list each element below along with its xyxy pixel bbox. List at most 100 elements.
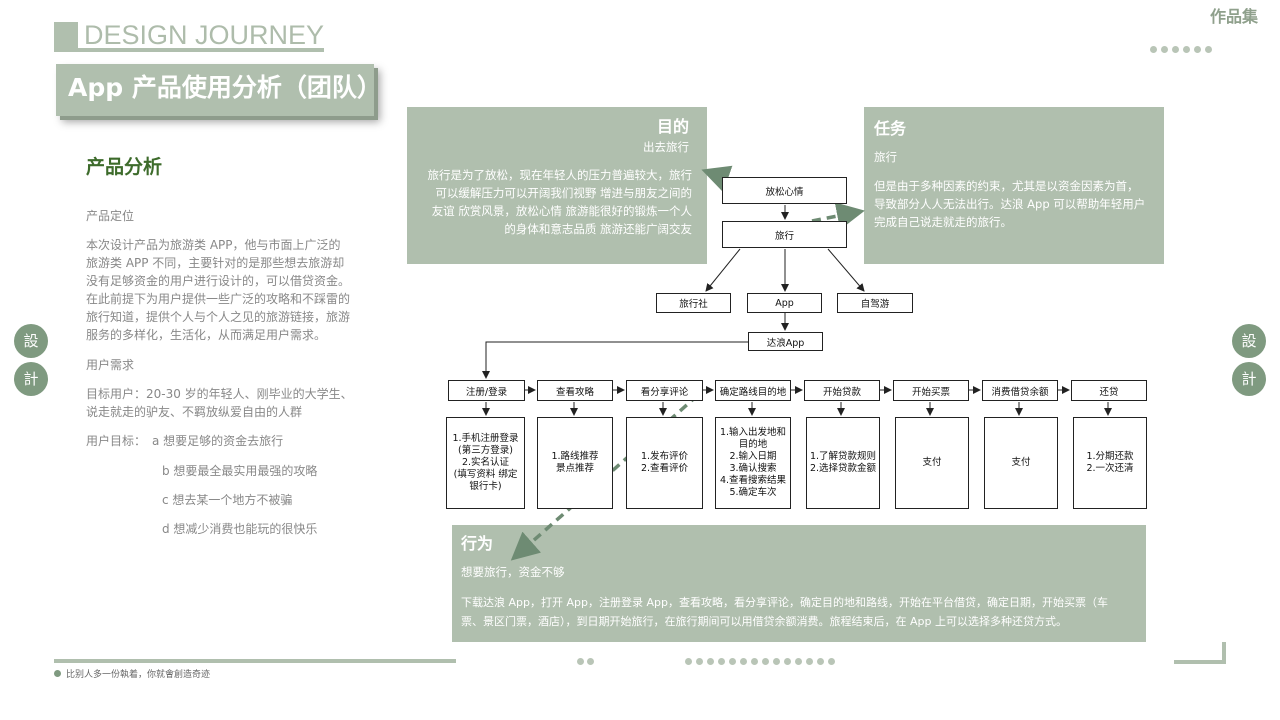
goal-d: d 想减少消费也能玩的很快乐	[162, 522, 318, 536]
step-title-balance: 消费借贷余额	[982, 380, 1058, 401]
detail-line: 1.了解贷款规则	[809, 451, 877, 462]
detail-line: 2.选择贷款金额	[809, 463, 877, 474]
flow-app: App	[747, 293, 822, 313]
text-line: 可以缓解压力可以开阔我们视野 增进与朋友之间的	[435, 186, 692, 200]
arrow-dalang-register	[482, 341, 748, 379]
step-title-register: 注册/登录	[448, 380, 525, 401]
arrow-travel-self	[827, 248, 865, 292]
step-detail-route: 1.输入出发地和 目的地 2.输入日期 3.确认搜索 4.查看搜索结果 5.确定…	[715, 417, 791, 509]
step-detail-ticket: 支付	[895, 417, 969, 509]
step-title-ticket: 开始买票	[893, 380, 969, 401]
text-line: 没有足够资金的用户进行设计的，可以借贷资金。	[86, 274, 351, 288]
text-line: 在此前提下为用户提供一些广泛的攻略和不踩雷的	[86, 292, 351, 306]
portfolio-logo: 作品集	[1210, 7, 1259, 26]
side-circle-plan: 計	[14, 362, 48, 396]
step-title-route: 确定路线目的地	[715, 380, 791, 401]
detail-line: 景点推荐	[555, 463, 594, 474]
footer-line	[54, 659, 456, 663]
detail-line: 2.一次还清	[1086, 463, 1134, 474]
goal-c: c 想去某一个地方不被骗	[162, 493, 293, 507]
step-detail-register: 1.手机注册登录 (第三方登录) 2.实名认证 (填写资料 绑定 银行卡)	[446, 417, 525, 509]
detail-line: 1.输入出发地和	[719, 427, 787, 438]
positioning-label: 产品定位	[86, 209, 135, 223]
task-body: 但是由于多种因素的约束，尤其是以资金因素为首， 导致部分人人无法出行。达浪 Ap…	[874, 177, 1162, 231]
behavior-body: 下载达浪 App，打开 App，注册登录 App，查看攻略，看分享评论，确定目的…	[461, 593, 1145, 631]
behavior-title: 行为	[461, 534, 494, 553]
text-line: 目标用户：20-30 岁的年轻人、刚毕业的大学生、	[86, 387, 353, 401]
text-line: 完成自己说走就走的旅行。	[874, 215, 1012, 229]
step-detail-repay: 1.分期还款 2.一次还清	[1073, 417, 1147, 509]
header-accent-block	[54, 22, 78, 52]
text-line: 导致部分人人无法出行。达浪 App 可以帮助年轻用户	[874, 197, 1146, 211]
target-users-text: 目标用户：20-30 岁的年轻人、刚毕业的大学生、 说走就走的驴友、不羁放纵爱自…	[86, 385, 353, 421]
step-title-repay: 还贷	[1071, 380, 1147, 401]
purpose-body: 旅行是为了放松，现在年轻人的压力普遍较大，旅行 可以缓解压力可以开阔我们视野 增…	[410, 166, 693, 238]
footer-slogan: 比别人多一份執着，你就會創造奇迹	[66, 670, 211, 680]
flow-travel: 旅行	[722, 221, 847, 248]
purpose-panel	[407, 107, 707, 264]
logo-text: 作品集	[1210, 7, 1259, 26]
side-circle-design: 設	[14, 324, 48, 358]
detail-line: (填写资料 绑定	[453, 469, 518, 480]
task-subtitle: 旅行	[874, 150, 897, 164]
page-title-box	[56, 64, 374, 116]
text-line: 下载达浪 App，打开 App，注册登录 App，查看攻略，看分享评论，确定目的…	[461, 596, 1108, 609]
detail-line: (第三方登录)	[458, 445, 513, 456]
step-title-guide: 查看攻略	[537, 380, 613, 401]
detail-line: 目的地	[738, 439, 768, 450]
behavior-panel	[452, 525, 1146, 642]
needs-label: 用户需求	[86, 358, 135, 372]
corner-bracket-horizontal	[1174, 660, 1226, 664]
task-title: 任务	[874, 119, 907, 138]
detail-line: 1.手机注册登录	[452, 433, 519, 444]
detail-line: 1.分期还款	[1086, 451, 1134, 462]
detail-line: 银行卡)	[469, 481, 502, 492]
section-title: 产品分析	[86, 156, 163, 178]
step-detail-comments: 1.发布评价 2.查看评价	[626, 417, 703, 509]
step-title-comments: 看分享评论	[626, 380, 703, 401]
step-detail-loan: 1.了解贷款规则 2.选择贷款金额	[806, 417, 880, 509]
step-title-loan: 开始贷款	[804, 380, 880, 401]
detail-line: 支付	[922, 457, 942, 468]
flow-dalang-app: 达浪App	[748, 332, 823, 351]
detail-line: 4.查看搜索结果	[719, 475, 787, 486]
text-line: 票、景区门票，酒店），到日期开始旅行，在旅行期间可以用借贷余额消费。旅程结束后，…	[461, 615, 1067, 628]
positioning-text: 本次设计产品为旅游类 APP，他与市面上广泛的 旅游类 APP 不同，主要针对的…	[86, 236, 350, 344]
detail-line: 1.发布评价	[640, 451, 689, 462]
goal-label: 用户目标：	[86, 434, 147, 448]
corner-bracket-vertical	[1222, 642, 1226, 664]
text-line: 旅游类 APP 不同，主要针对的是那些想去旅游却	[86, 256, 345, 270]
text-line: 说走就走的驴友、不羁放纵爱自由的人群	[86, 405, 303, 419]
purpose-subtitle: 出去旅行	[643, 140, 689, 154]
text-line: 友谊 欣赏风景，放松心情 旅游能很好的锻炼一个人	[431, 204, 692, 218]
step-detail-balance: 支付	[984, 417, 1058, 509]
flow-agency: 旅行社	[656, 293, 731, 313]
goal-b: b 想要最全最实用最强的攻略	[162, 464, 318, 478]
footer-dot	[54, 670, 61, 677]
detail-line: 支付	[1011, 457, 1031, 468]
page-title: App 产品使用分析（团队）	[68, 73, 382, 102]
detail-line: 3.确认搜索	[729, 463, 777, 474]
side-circle-design-right: 設	[1232, 324, 1266, 358]
step-detail-guide: 1.路线推荐 景点推荐	[537, 417, 613, 509]
arrow-travel-agency	[705, 248, 741, 292]
purpose-title: 目的	[657, 117, 690, 136]
task-panel	[864, 107, 1164, 264]
dashed-arrow-purpose	[701, 165, 763, 193]
text-line: 本次设计产品为旅游类 APP，他与市面上广泛的	[86, 238, 341, 252]
detail-line: 2.输入日期	[729, 451, 777, 462]
detail-line: 1.路线推荐	[551, 451, 599, 462]
text-line: 服务的多样化，生活化，从而满足用户需求。	[86, 328, 327, 342]
goal-a: a 想要足够的资金去旅行	[152, 434, 284, 448]
detail-line: 2.实名认证	[461, 457, 510, 468]
text-line: 但是由于多种因素的约束，尤其是以资金因素为首，	[874, 179, 1139, 193]
text-line: 旅行是为了放松，现在年轻人的压力普遍较大，旅行	[427, 168, 693, 182]
dashed-arrow-task	[811, 202, 865, 230]
flow-relax: 放松心情	[722, 177, 847, 204]
flow-self-drive: 自驾游	[837, 293, 913, 313]
text-line: 的身体和意志品质 旅游还能广阔交友	[504, 222, 692, 236]
text-line: 旅行知道，提供个人与个人之见的旅游链接，旅游	[86, 310, 351, 324]
detail-line: 5.确定车次	[729, 487, 777, 498]
detail-line: 2.查看评价	[640, 463, 689, 474]
